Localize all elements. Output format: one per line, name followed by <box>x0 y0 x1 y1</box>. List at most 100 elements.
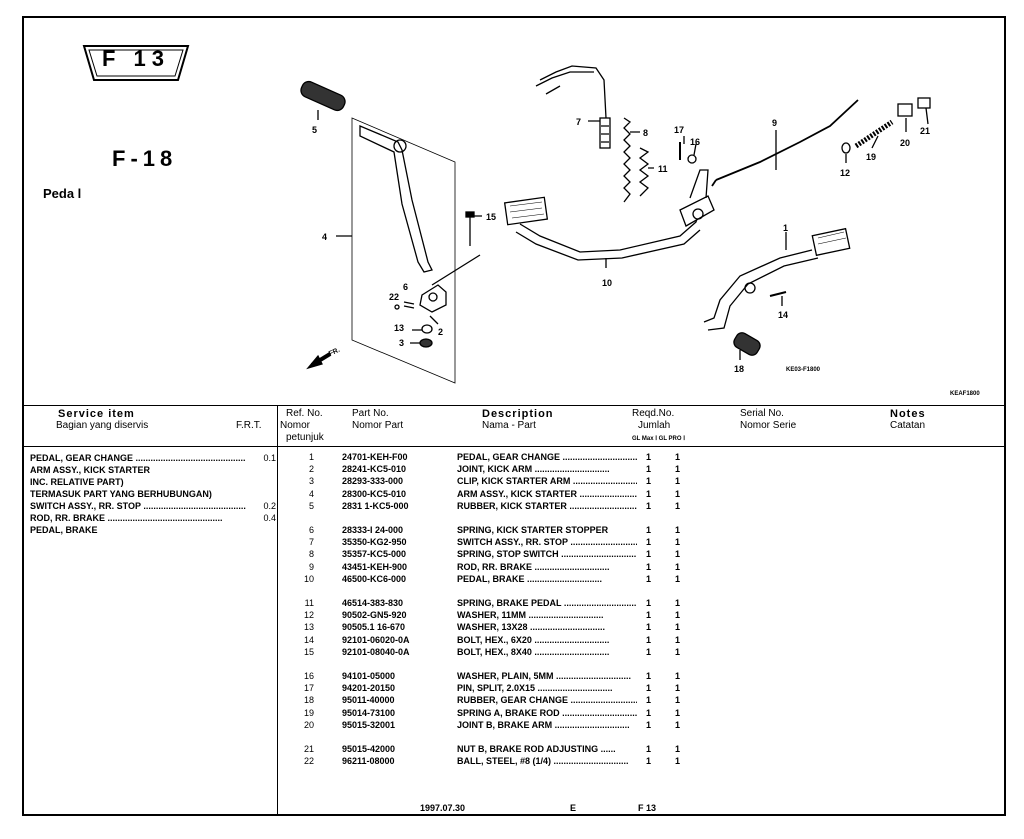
part-description: SPRING, STOP SWITCH ....................… <box>457 549 637 560</box>
service-item-frt <box>246 488 276 500</box>
service-item-row: SWITCH ASSY., RR. STOP .................… <box>30 500 276 512</box>
part-description: PEDAL, GEAR CHANGE .....................… <box>457 452 637 462</box>
part-qty-2: 1 <box>675 488 681 499</box>
service-item-name: TERMASUK PART YANG BERHUBUNGAN) <box>30 489 212 499</box>
callout-4: 4 <box>322 232 327 242</box>
part-number: 28333-I 24-000 <box>342 525 404 535</box>
callout-21: 21 <box>920 126 930 136</box>
part-number: 24701-KEH-F00 <box>342 452 408 462</box>
part-ref-no: 6 <box>308 525 314 535</box>
part-qty-2: 1 <box>675 744 681 754</box>
part-ref-no: 17 <box>303 683 314 694</box>
part-ref-no: 11 <box>304 598 314 608</box>
part-description: BALL, STEEL, #8 (1/4) ..................… <box>457 756 629 767</box>
service-item-frt <box>246 464 276 476</box>
callout-2: 2 <box>438 327 443 337</box>
part-qty-1: 1 <box>646 573 652 584</box>
part-qty-2: 1 <box>675 634 681 645</box>
service-item-row: PEDAL, BRAKE <box>30 524 276 536</box>
part-number: 46514-383-830 <box>342 598 404 608</box>
part-qty-2: 1 <box>675 707 681 718</box>
part-number: 94201-20150 <box>342 683 396 694</box>
part-qty-2: 1 <box>675 695 681 706</box>
part-qty-2: 1 <box>675 598 681 608</box>
service-item-frt: 0.4 <box>263 513 276 523</box>
part-qty-2: 1 <box>675 549 681 560</box>
part-number: 92101-06020-0A <box>342 634 410 645</box>
header-serial-no: Serial No. <box>740 408 784 419</box>
part-qty-1: 1 <box>646 464 652 475</box>
part-ref-no: 22 <box>303 756 314 767</box>
part-qty-1: 1 <box>646 525 652 535</box>
part-ref-no: 13 <box>303 622 314 633</box>
diagram-divider <box>22 405 1006 406</box>
part-description: SPRING, KICK STARTER STOPPER <box>457 525 609 535</box>
part-qty-1: 1 <box>646 561 652 572</box>
header-frt: F.R.T. <box>236 420 262 431</box>
part-ref-no: 20 <box>303 719 314 730</box>
corner-code: KEAF1800 <box>950 391 980 397</box>
part-ref-no: 14 <box>303 634 314 645</box>
service-item-row: ARM ASSY., KICK STARTER <box>30 464 276 476</box>
part-description: RUBBER, GEAR CHANGE ....................… <box>457 695 637 706</box>
part-qty-2: 1 <box>675 671 681 681</box>
part-qty-1: 1 <box>646 500 652 511</box>
part-description: SPRING, BRAKE PEDAL ....................… <box>457 598 637 608</box>
kick-rubber-part <box>300 80 346 112</box>
footer-date: 1997.07.30 <box>420 803 466 813</box>
part-ref-no: 10 <box>303 573 314 584</box>
part-qty-1: 1 <box>646 452 652 462</box>
part-qty-1: 1 <box>646 671 652 681</box>
part-number: 35357-KC5-000 <box>342 549 407 560</box>
part-ref-no: 9 <box>308 561 314 572</box>
part-qty-2: 1 <box>675 610 681 621</box>
part-ref-no: 3 <box>308 476 314 487</box>
part-description: JOINT B, BRAKE ARM .....................… <box>457 719 630 730</box>
column-divider <box>277 405 278 816</box>
header-part-no-id: Nomor Part <box>352 420 404 431</box>
part-description: SWITCH ASSY., RR. STOP .................… <box>457 537 637 548</box>
callout-14: 14 <box>778 310 788 320</box>
part-description: WASHER, 11MM ...........................… <box>457 610 604 621</box>
section-name: Peda l <box>43 186 82 201</box>
part-number: 28241-KC5-010 <box>342 464 407 475</box>
callout-fr: FR. <box>328 347 341 358</box>
part-qty-1: 1 <box>646 756 652 767</box>
part-qty-1: 1 <box>646 695 652 706</box>
callout-18: 18 <box>734 364 744 374</box>
service-item-row: PEDAL, GEAR CHANGE .....................… <box>30 452 276 464</box>
service-item-name: PEDAL, GEAR CHANGE .....................… <box>30 453 246 463</box>
part-description: PEDAL, BRAKE ...........................… <box>457 573 603 584</box>
part-qty-2: 1 <box>675 452 681 462</box>
callout-8: 8 <box>643 128 648 138</box>
page-frame <box>22 16 1006 816</box>
part-ref-no: 7 <box>308 537 314 548</box>
callout-19: 19 <box>866 152 876 162</box>
callout-11: 11 <box>658 164 668 174</box>
service-item-frt: 0.1 <box>263 453 276 463</box>
callout-3: 3 <box>399 338 404 348</box>
part-number: 46500-KC6-000 <box>342 573 407 584</box>
callout-1: 1 <box>783 223 788 233</box>
header-service-item: Service item <box>58 408 135 420</box>
part-row: 11 46514-383-830 SPRING, BRAKE PEDAL .....… <box>290 597 710 609</box>
part-ref-no: 15 <box>303 646 314 657</box>
part-number: 35350-KG2-950 <box>342 537 407 548</box>
part-ref-no: 1 <box>308 452 314 462</box>
part-qty-2: 1 <box>675 464 681 475</box>
part-row: 1 24701-KEH-F00 PEDAL, GEAR CHANGE .......… <box>290 451 710 463</box>
part-row: 10 46500-KC6-000 PEDAL, BRAKE ............… <box>290 573 710 585</box>
part-number: 95015-32001 <box>342 719 396 730</box>
part-number: 92101-08040-0A <box>342 646 410 657</box>
part-number: 90505.1 16-670 <box>342 622 406 633</box>
header-ref-no-id-2: petunjuk <box>286 432 324 443</box>
